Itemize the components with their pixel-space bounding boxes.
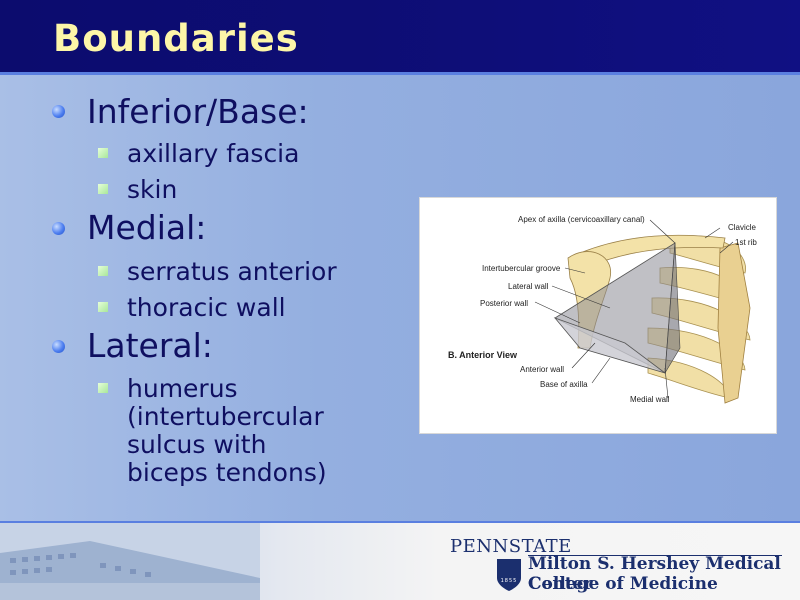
footer-rule [528,555,782,556]
sub-bullet-humerus-line2: (intertubercular [127,402,324,431]
sub-bullet-skin: skin [127,175,178,204]
sub-bullet-humerus-line3: sulcus with [127,430,267,459]
label-intertubercular-groove: Intertubercular groove [482,264,561,273]
bullet-medial: Medial: [87,208,207,247]
sub-bullet-axillary-fascia: axillary fascia [127,139,300,168]
footer-divider [0,521,800,523]
sub-bullet-humerus-line1: humerus [127,374,238,403]
sub-bullet-icon [98,302,108,312]
label-lateral-wall: Lateral wall [508,282,549,291]
sub-bullet-icon [98,148,108,158]
bullet-inferior-base: Inferior/Base: [87,92,309,131]
bullet-lateral: Lateral: [87,326,213,365]
slide-title: Boundaries [53,17,299,60]
label-base-of-axilla: Base of axilla [540,380,588,389]
bullet-icon [52,222,65,235]
title-bar: Boundaries [0,0,800,72]
label-first-rib: 1st rib [735,238,757,247]
bullet-icon [52,340,65,353]
footer-banner: PENNSTATE 1855 Milton S. Hershey Medical… [0,523,800,600]
label-anterior-wall: Anterior wall [520,365,564,374]
axilla-anatomy-figure: Apex of axilla (cervicoaxillary canal) C… [419,197,777,434]
shield-icon: 1855 [497,559,521,591]
label-medial-wall: Medial wall [630,395,670,404]
bullet-icon [52,105,65,118]
label-apex: Apex of axilla (cervicoaxillary canal) [518,215,645,224]
label-clavicle: Clavicle [728,223,757,232]
sub-bullet-serratus-anterior: serratus anterior [127,257,337,286]
pennstate-logo: PENNSTATE [450,536,572,557]
shield-year: 1855 [501,578,518,584]
sub-bullet-icon [98,383,108,393]
label-posterior-wall: Posterior wall [480,299,528,308]
sub-bullet-humerus-line4: biceps tendons) [127,458,327,487]
hospital-building-photo [0,523,260,600]
axilla-illustration: Apex of axilla (cervicoaxillary canal) C… [448,215,757,404]
sub-bullet-thoracic-wall: thoracic wall [127,293,286,322]
sub-bullet-icon [98,184,108,194]
sub-bullet-icon [98,266,108,276]
slide-body: Inferior/Base: axillary fascia skin Medi… [0,75,800,521]
hershey-medical-center: Milton S. Hershey Medical Center [528,554,781,594]
title-divider [0,72,800,75]
college-of-medicine: College of Medicine [528,574,718,594]
label-anterior-view: B. Anterior View [448,350,518,360]
